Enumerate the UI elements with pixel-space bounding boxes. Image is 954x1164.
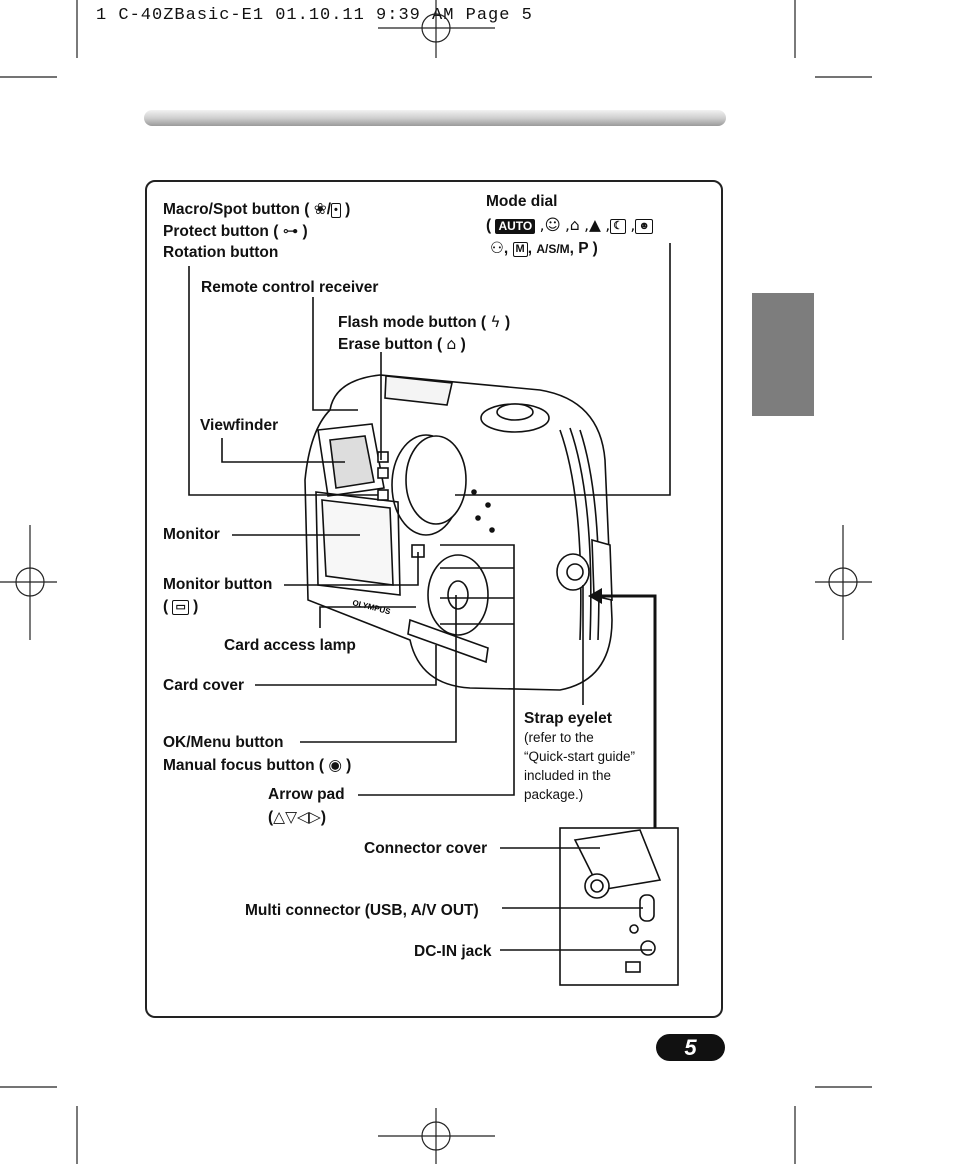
strap-note-2: “Quick-start guide” bbox=[524, 749, 636, 764]
trash-icon: ⌂ bbox=[446, 335, 457, 353]
page-number: 5 bbox=[656, 1034, 725, 1061]
viewfinder-label: Viewfinder bbox=[200, 417, 279, 434]
macro-flower-icon: ❀ bbox=[313, 200, 327, 218]
macro-spot-label: Macro/Spot button ( ❀/• ) bbox=[163, 200, 351, 218]
diagram-panel bbox=[145, 180, 723, 1018]
strap-note-4: package.) bbox=[524, 787, 584, 802]
night-scene-icon: ☾ bbox=[610, 219, 627, 234]
protect-label: Protect button ( ⊶ ) bbox=[163, 222, 308, 240]
connector-cover-label: Connector cover bbox=[364, 840, 488, 857]
section-tab bbox=[752, 293, 814, 416]
strap-note-1: (refer to the bbox=[524, 730, 594, 745]
auto-mode-icon: AUTO bbox=[495, 219, 536, 234]
monitor-button-label: Monitor button bbox=[163, 576, 273, 593]
card-lamp-label: Card access lamp bbox=[224, 637, 356, 654]
key-icon: ⊶ bbox=[282, 222, 299, 240]
mode-dial-icons-row2: ⚇, M, A/S/M, P ) bbox=[490, 239, 598, 257]
spot-metering-icon: • bbox=[331, 203, 341, 218]
remote-label: Remote control receiver bbox=[201, 279, 379, 296]
lightning-icon: ϟ bbox=[490, 313, 501, 331]
movie-icon: ⚇ bbox=[490, 239, 504, 257]
header-bar bbox=[144, 110, 726, 126]
portrait-icon: ☺ bbox=[544, 216, 561, 234]
mode-dial-icons-row1: ( AUTO ,☺ ,⌂ ,▲ ,☾ ,☻ bbox=[486, 214, 653, 237]
manual-focus-label: Manual focus button ( ◉ ) bbox=[163, 756, 352, 774]
landscape-icon: ▲ bbox=[589, 216, 601, 234]
erase-label: Erase button ( ⌂ ) bbox=[338, 335, 466, 353]
top-lcd bbox=[384, 375, 453, 406]
strap-eyelet-label: Strap eyelet bbox=[524, 710, 612, 727]
dc-in-label: DC-IN jack bbox=[414, 943, 492, 960]
monitor-button-icon-line: ( ▭ ) bbox=[163, 598, 199, 615]
arrow-triangles-icon: △▽◁▷ bbox=[273, 808, 321, 826]
program-mode: P bbox=[578, 240, 589, 257]
manual-focus-icon: ◉ bbox=[328, 756, 342, 774]
strap-note-3: included in the bbox=[524, 768, 612, 783]
multi-connector-label: Multi connector (USB, A/V OUT) bbox=[245, 902, 479, 919]
self-portrait-icon: ☻ bbox=[635, 219, 653, 234]
asm-mode: A/S/M bbox=[536, 242, 570, 256]
card-cover-label: Card cover bbox=[163, 677, 244, 694]
rotation-label: Rotation button bbox=[163, 244, 279, 261]
arrow-pad-label: Arrow pad bbox=[268, 786, 345, 803]
arrow-pad-icons: (△▽◁▷) bbox=[268, 808, 327, 826]
print-slug: 1 C-40ZBasic-E1 01.10.11 9:39 AM Page 5 bbox=[96, 6, 533, 25]
viewfinder-lens bbox=[329, 435, 375, 489]
landscape-portrait-icon: ⌂ bbox=[569, 216, 580, 234]
monitor-screen bbox=[321, 499, 394, 586]
flash-label: Flash mode button ( ϟ ) bbox=[338, 313, 511, 331]
monitor-label: Monitor bbox=[163, 526, 220, 543]
connector-arrowhead bbox=[588, 588, 602, 604]
mode-dial-label: Mode dial bbox=[486, 193, 558, 210]
my-mode-icon: M bbox=[512, 242, 528, 257]
ok-menu-label: OK/Menu button bbox=[163, 734, 284, 751]
monitor-icon: ▭ bbox=[172, 600, 189, 615]
